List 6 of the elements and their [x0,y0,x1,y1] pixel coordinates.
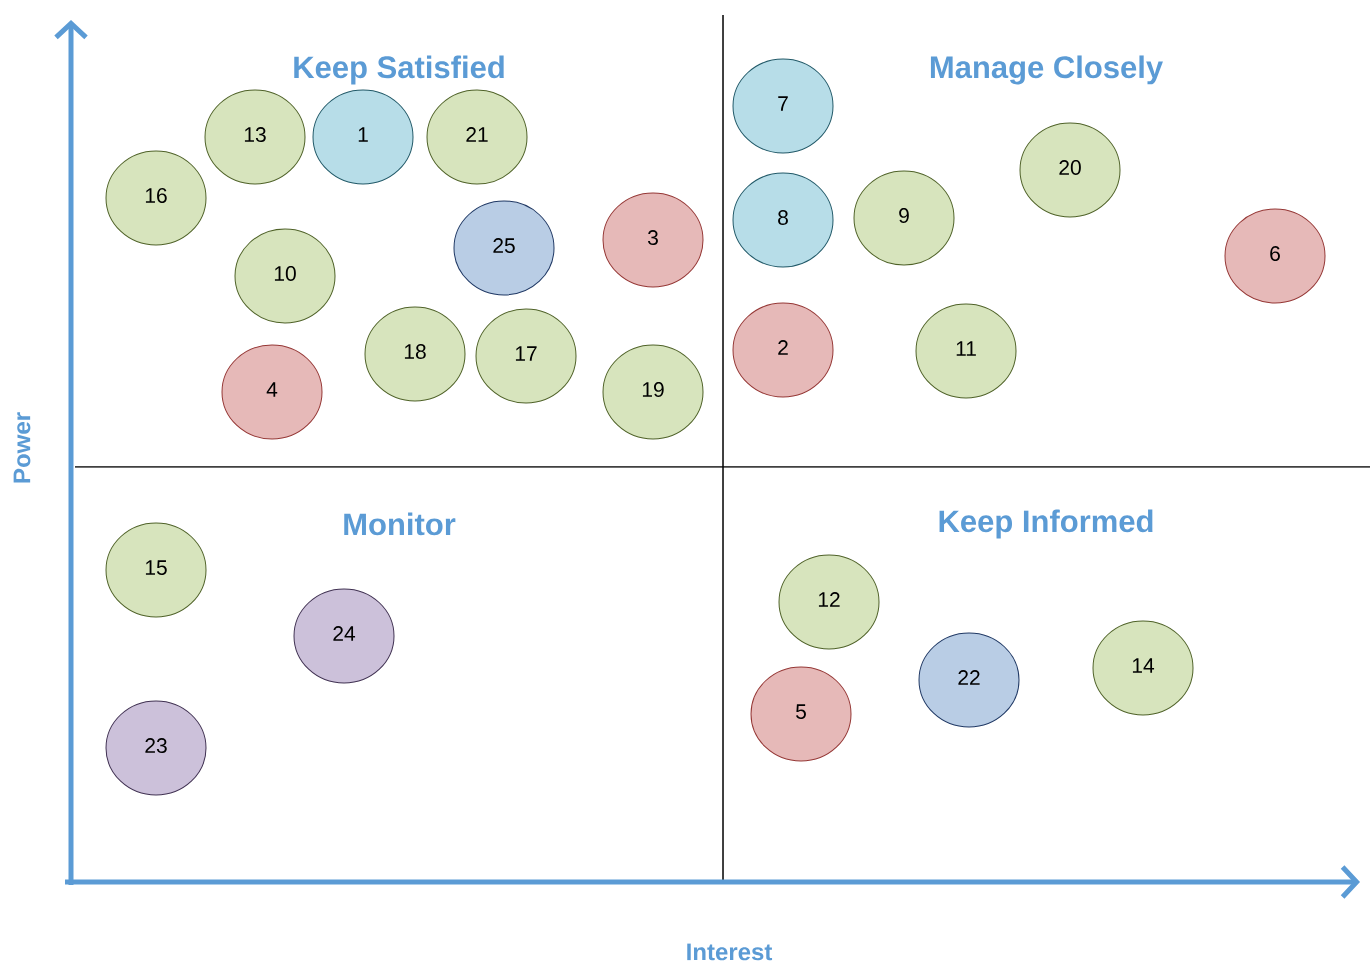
quadrant-title: Keep Satisfied [294,55,504,85]
quadrant-title: Monitor [344,512,456,536]
quadrant-title: Manage Closely [930,55,1163,85]
quadrant-title: Keep Informed [939,509,1153,539]
axis-label: Power [13,412,31,483]
axis-label: Interest [687,943,773,961]
